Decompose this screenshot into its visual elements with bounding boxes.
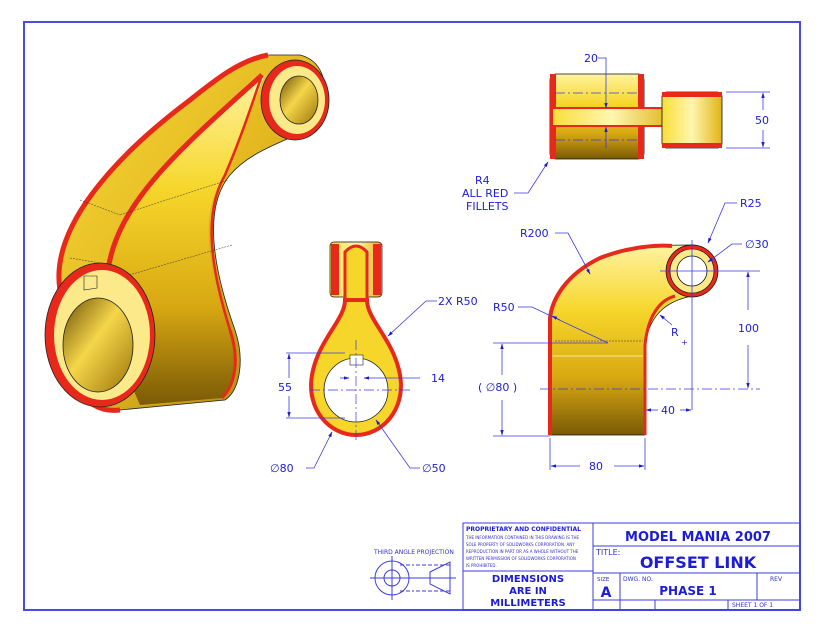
dim-55: 55	[278, 381, 292, 394]
dim-dia50: ∅50	[422, 462, 446, 475]
side-view: 2X R50 55 14 ∅80 ∅50	[270, 241, 478, 475]
size-value: A	[601, 585, 612, 601]
company-name: MODEL MANIA 2007	[625, 530, 771, 545]
units-line-3: MILLIMETERS	[490, 598, 565, 609]
rev-label: REV	[770, 576, 783, 583]
dwg-no-value: PHASE 1	[659, 584, 717, 598]
title-label: TITLE:	[595, 548, 620, 557]
proprietary-heading: PROPRIETARY AND CONFIDENTIAL	[466, 526, 581, 533]
note-fillets: FILLETS	[466, 200, 508, 213]
dim-14: 14	[431, 372, 445, 385]
dim-40: 40	[661, 404, 675, 417]
dim-r25: R25	[740, 197, 762, 210]
dim-80: 80	[589, 460, 603, 473]
projection-label: THIRD ANGLE PROJECTION	[373, 549, 454, 556]
sheet-number: SHEET 1 OF 1	[732, 602, 773, 609]
dwg-no-label: DWG. NO.	[623, 576, 653, 583]
dim-dia80: ∅80	[270, 462, 294, 475]
dim-ref-dia80: ( ∅80 )	[478, 381, 517, 394]
proprietary-line-4: WRITTEN PERMISSION OF SOLIDWORKS CORPORA…	[466, 556, 576, 561]
isometric-view	[44, 52, 330, 413]
drawing-title: OFFSET LINK	[640, 553, 757, 572]
front-view: R200 R25 ∅30 R50 R + ( ∅80 ) 100 40 80	[478, 197, 769, 473]
dim-dia30: ∅30	[745, 238, 769, 251]
proprietary-line-1: THE INFORMATION CONTAINED IN THIS DRAWIN…	[465, 535, 579, 540]
dim-100: 100	[738, 322, 759, 335]
proprietary-line-5: IS PROHIBITED.	[466, 563, 497, 568]
dim-20: 20	[584, 52, 598, 65]
units-line-1: DIMENSIONS	[492, 574, 564, 585]
note-r4: R4	[475, 174, 490, 187]
title-block: PROPRIETARY AND CONFIDENTIAL THE INFORMA…	[462, 522, 801, 611]
dim-r50: R50	[493, 301, 515, 314]
dim-r200: R200	[520, 227, 549, 240]
dim-2x-r50: 2X R50	[438, 295, 478, 308]
note-all-red: ALL RED	[462, 187, 508, 200]
sheet-border	[23, 21, 801, 611]
projection-symbol: THIRD ANGLE PROJECTION	[370, 549, 456, 600]
svg-text:+: +	[681, 338, 688, 347]
proprietary-line-2: SOLE PROPERTY OF SOLIDWORKS CORPORATION.…	[466, 542, 575, 547]
top-view: 20 50 R4 ALL RED FILLETS	[462, 52, 770, 213]
proprietary-line-3: REPRODUCTION IN PART OR AS A WHOLE WITHO…	[466, 549, 579, 554]
units-line-2: ARE IN	[509, 586, 547, 597]
dim-50: 50	[755, 114, 769, 127]
size-label: SIZE	[597, 577, 610, 583]
dim-r: R	[671, 326, 679, 339]
